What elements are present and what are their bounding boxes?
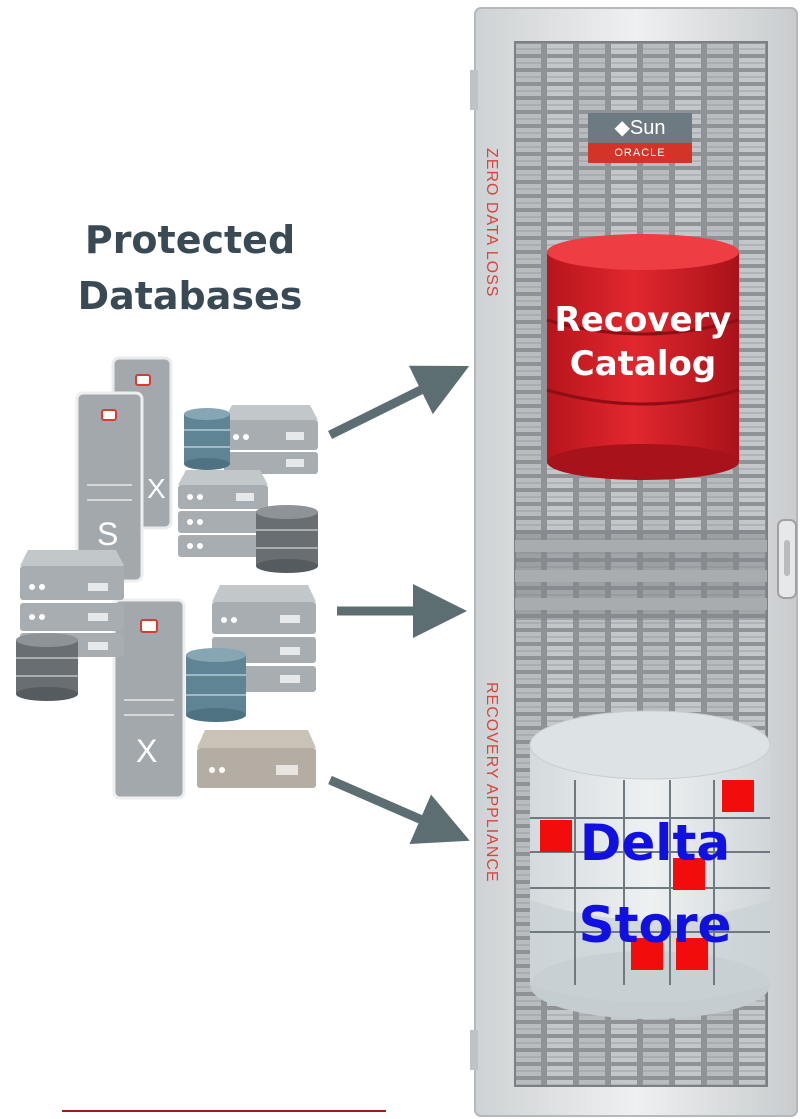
arrow-top [328,365,470,440]
server-stack-2 [178,470,268,557]
brand-sun: ◆Sun [588,113,692,143]
delta-store-label: Delta Store [578,814,732,954]
brand-oracle: ORACLE [588,143,692,163]
db-cylinder-2 [256,505,318,573]
db-cylinder-1 [184,408,230,470]
server-stack-5 [197,730,316,788]
title-line-2: Databases [77,274,303,318]
server-badge-x2: X [136,733,157,769]
arrow-bottom [328,775,470,844]
server-stack-1 [224,405,318,474]
rack-label-recovery-appliance: RECOVERY APPLIANCE [483,682,500,883]
db-cylinder-4 [186,648,246,722]
delta-store-blocks [540,780,754,970]
recovery-catalog-label: Recovery Catalog [554,300,732,384]
rack-label-zero-data-loss: ZERO DATA LOSS [483,148,500,298]
footer-underline [62,1110,386,1112]
arrows [328,365,470,844]
server-badge-s: S [97,516,118,552]
title-line-1: Protected [84,218,296,262]
server-tower-x [112,598,186,800]
sun-diamond-icon: ◆ [614,117,630,139]
rack-brand-logo: ◆Sun ORACLE [588,113,692,165]
diagram-title: Protected Databases [40,212,340,324]
delta-store-cylinder [529,710,771,1019]
server-badge-x1: X [147,473,166,504]
db-cylinder-3 [16,633,78,701]
recovery-catalog-cylinder [546,234,740,480]
